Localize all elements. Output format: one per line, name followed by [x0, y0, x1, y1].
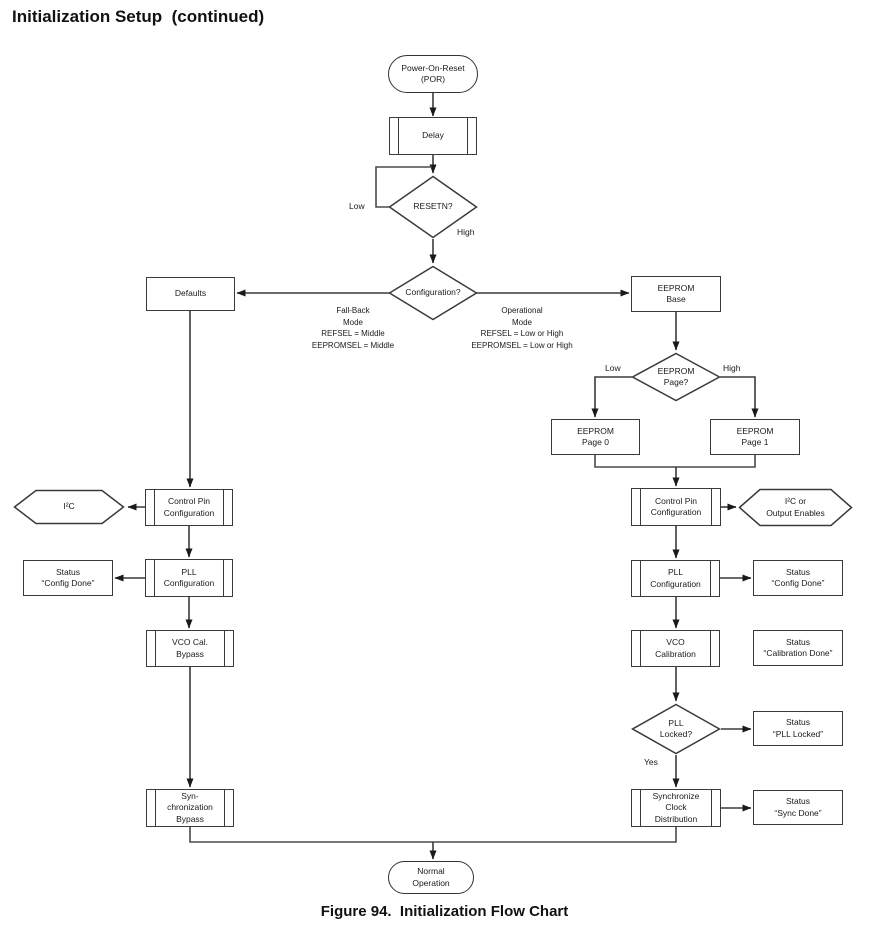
status-sync-done: Status “Sync Done”	[753, 790, 843, 825]
status-config-done-left: Status “Config Done”	[23, 560, 113, 596]
process-sync-clock-distribution: Synchronize Clock Distribution	[631, 789, 721, 827]
resetn-label: RESETN?	[413, 201, 453, 212]
i2c-label: I²C	[63, 501, 75, 512]
process-eeprom-page0: EEPROM Page 0	[551, 419, 640, 455]
pll-config-label: PLL Configuration	[163, 566, 215, 588]
por-label: Power-On-Reset (POR)	[401, 62, 465, 84]
sync-clock-distribution-label: Synchronize Clock Distribution	[652, 791, 700, 824]
eeprom-page-label: EEPROM Page?	[657, 365, 695, 387]
eeprom-base-label: EEPROM Base	[657, 282, 695, 304]
vco-cal-bypass-label: VCO Cal. Bypass	[172, 637, 208, 659]
process-sync-bypass: Syn- chronization Bypass	[146, 789, 234, 827]
eeprom-page-high-label: High	[723, 363, 741, 373]
diamond-outline	[388, 175, 478, 239]
normal-operation-label: Normal Operation	[412, 866, 450, 888]
decision-eeprom-page: EEPROM Page?	[631, 352, 721, 402]
control-pin-config-label: Control Pin Configuration	[163, 496, 215, 518]
pll-locked-label: PLL Locked?	[659, 717, 693, 739]
hexagon-outline	[738, 488, 853, 527]
process-delay: Delay	[389, 117, 477, 155]
process-defaults: Defaults	[146, 277, 235, 311]
defaults-label: Defaults	[174, 288, 207, 299]
eeprom-page0-label: EEPROM Page 0	[577, 425, 614, 447]
figure-caption: Figure 94. Initialization Flow Chart	[320, 903, 569, 920]
fallback-mode-note: Fall-Back Mode REFSEL = Middle EEPROMSEL…	[311, 306, 395, 350]
status-pll-locked-label: Status “PLL Locked”	[772, 717, 824, 739]
page-title: Initialization Setup (continued)	[12, 7, 265, 26]
configuration-label: Configuration?	[405, 287, 461, 298]
pll-locked-yes-label: Yes	[644, 757, 658, 767]
process-pll-config-left: PLL Configuration	[145, 559, 233, 597]
sync-bypass-label: Syn- chronization Bypass	[167, 791, 213, 824]
delay-label: Delay	[422, 130, 444, 141]
control-pin-config-label: Control Pin Configuration	[650, 495, 702, 517]
process-vco-cal-bypass: VCO Cal. Bypass	[146, 630, 234, 667]
status-pll-locked: Status “PLL Locked”	[753, 711, 843, 746]
status-calibration-done-label: Status “Calibration Done”	[763, 636, 833, 658]
status-config-done-label: Status “Config Done”	[41, 566, 95, 588]
diamond-outline	[631, 352, 721, 402]
vco-calibration-label: VCO Calibration	[655, 637, 696, 659]
process-control-pin-config-left: Control Pin Configuration	[145, 489, 233, 526]
process-eeprom-base: EEPROM Base	[631, 276, 721, 312]
operational-mode-note: Operational Mode REFSEL = Low or High EE…	[471, 306, 573, 350]
process-vco-calibration: VCO Calibration	[631, 630, 720, 667]
terminator-normal-operation: Normal Operation	[388, 861, 474, 894]
status-sync-done-label: Status “Sync Done”	[774, 796, 822, 818]
io-i2c-or-output-enables: I²C or Output Enables	[738, 488, 853, 527]
diamond-outline	[631, 703, 721, 755]
status-calibration-done: Status “Calibration Done”	[753, 630, 843, 666]
pll-config-label: PLL Configuration	[650, 567, 701, 589]
resetn-high-label: High	[457, 227, 475, 237]
eeprom-page-low-label: Low	[605, 363, 621, 373]
hexagon-outline	[13, 489, 125, 525]
i2c-output-enables-label: I²C or Output Enables	[766, 496, 825, 518]
io-i2c: I²C	[13, 489, 125, 525]
resetn-low-label: Low	[349, 201, 365, 211]
decision-pll-locked: PLL Locked?	[631, 703, 721, 755]
diamond-outline	[388, 265, 478, 321]
process-control-pin-config-right: Control Pin Configuration	[631, 488, 721, 526]
decision-resetn: RESETN?	[388, 175, 478, 239]
decision-configuration: Configuration?	[388, 265, 478, 321]
status-config-done-right: Status “Config Done”	[753, 560, 843, 596]
eeprom-page1-label: EEPROM Page 1	[736, 425, 774, 447]
process-eeprom-page1: EEPROM Page 1	[710, 419, 800, 455]
process-pll-config-right: PLL Configuration	[631, 560, 720, 597]
status-config-done-label: Status “Config Done”	[771, 566, 825, 588]
terminator-power-on-reset: Power-On-Reset (POR)	[388, 55, 478, 93]
